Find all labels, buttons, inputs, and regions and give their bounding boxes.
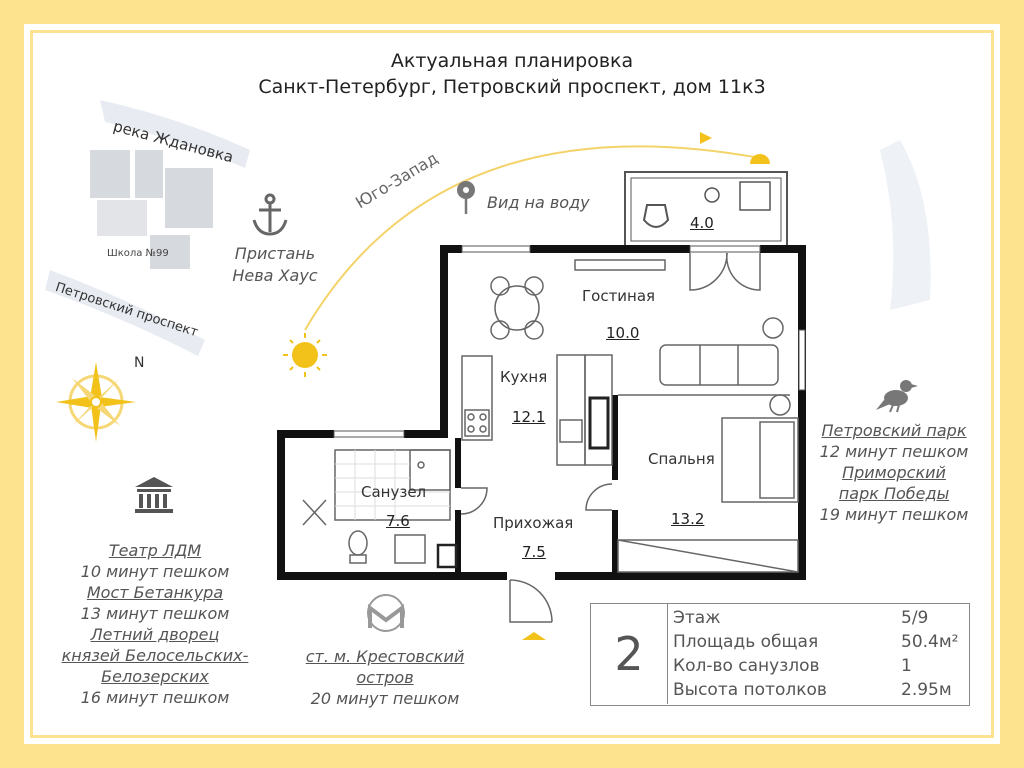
poi-palace-line3[interactable]: Белозерских [101,667,209,686]
school-label: Школа №99 [107,248,169,259]
address: Санкт-Петербург, Петровский проспект, до… [258,76,766,98]
hallway-name: Прихожая [493,514,574,532]
page-title: Актуальная планировка [390,50,634,72]
poi-metro-line2[interactable]: остров [356,668,414,687]
bedroom-name: Спальня [648,450,715,468]
building-block [135,150,163,198]
poi-palace-line1[interactable]: Летний дворец [90,625,220,644]
area-value: 50.4м² [901,632,959,652]
poi-metro-line1[interactable]: ст. м. Крестовский [305,647,465,666]
kitchen-area: 12.1 [512,408,546,426]
interior-fixtures [302,252,799,623]
pier-label-line2: Нева Хаус [232,266,318,285]
location-pin-icon [457,181,475,214]
poi-metro: ст. м. Крестовский остров 20 минут пешко… [290,646,480,709]
specs-table: 2 Этаж 5/9 Площадь общая 50.4м² Кол-во с… [590,603,970,706]
bedroom-area: 13.2 [671,510,705,528]
balcony-area: 4.0 [690,214,714,232]
poi-park-primorsky-line1[interactable]: Приморский [842,463,946,482]
balcony [624,171,788,248]
sun-path-arc [304,145,761,331]
poi-palace-time: 16 минут пешком [80,688,230,707]
poi-park-primorsky-time: 19 минут пешком [819,505,969,524]
poi-park-primorsky-line2[interactable]: парк Победы [838,484,950,503]
hallway-area: 7.5 [522,543,546,561]
sunset-icon [750,154,770,164]
bird-icon [876,380,918,413]
poi-theater[interactable]: Театр ЛДМ [108,541,202,560]
pier-label-line1: Пристань [234,244,316,263]
theater-icon [135,477,173,513]
poi-bridge[interactable]: Мост Бетанкура [86,583,224,602]
kitchen-name: Кухня [500,368,548,386]
walls [277,245,806,580]
building-block [150,235,190,269]
poi-theater-time: 10 минут пешком [80,562,230,581]
poi-park-petrovsky-time: 12 минут пешком [819,442,969,461]
bathroom-tiles [335,450,450,520]
living-room-area: 10.0 [606,324,640,342]
sun-arrow-icon [700,132,712,144]
map-blocks [45,100,931,356]
bathroom-area: 7.6 [386,512,410,530]
river-shape [100,100,250,168]
bathroom-name: Санузел [361,483,427,501]
floor-value: 5/9 [901,608,929,628]
metro-icon [367,594,405,632]
baths-label: Кол-во санузлов [673,656,820,676]
building-block [97,200,147,236]
poi-bridge-time: 13 минут пешком [80,604,230,623]
sun-icon [283,333,327,377]
entrance-arrow-icon [522,632,546,640]
north-label: N [134,355,145,371]
rooms-count: 2 [591,604,668,704]
poi-right: Петровский парк 12 минут пешком Приморск… [806,420,982,525]
poi-left: Театр ЛДМ 10 минут пешком Мост Бетанкура… [40,540,270,708]
poi-palace-line2[interactable]: князей Белосельских- [61,646,249,665]
windows [333,245,806,438]
avenue-shape [45,270,205,356]
ceiling-label: Высота потолков [673,680,827,700]
building-block [90,150,130,198]
area-label: Площадь общая [673,632,819,652]
poi-metro-time: 20 минут пешком [310,689,460,708]
water-view-label: Вид на воду [487,193,590,212]
floor-label: Этаж [673,608,721,628]
living-room-name: Гостиная [582,287,656,305]
baths-value: 1 [901,656,912,676]
ceiling-value: 2.95м [901,680,952,700]
inner-frame [30,30,994,738]
poi-park-petrovsky[interactable]: Петровский парк [821,421,967,440]
building-block [165,168,213,228]
compass-icon [56,362,136,442]
anchor-icon [252,193,288,236]
water-shape-right [880,140,931,310]
